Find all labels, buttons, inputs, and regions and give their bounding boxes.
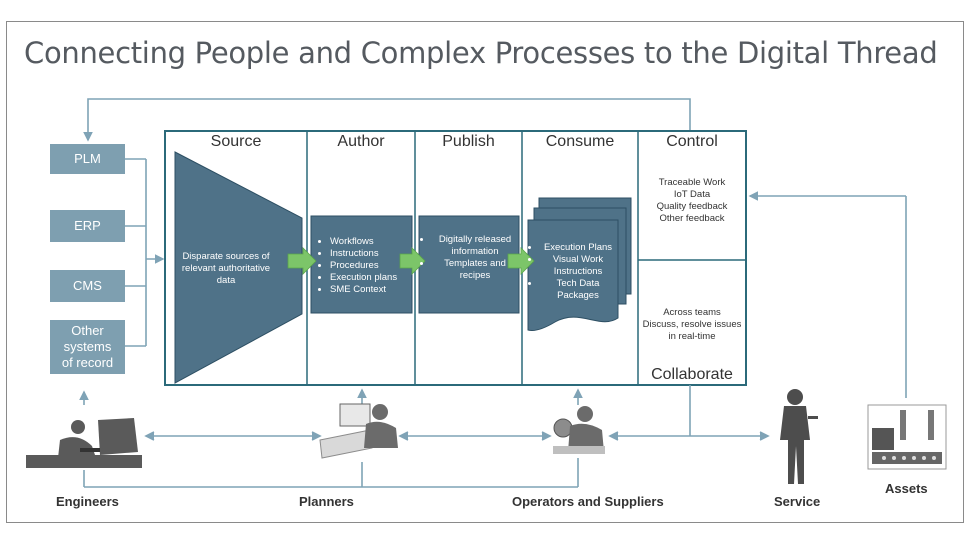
consume-list: Execution Plans Visual Work Instructions… — [532, 242, 616, 302]
control-text: Traceable Work IoT Data Quality feedback… — [640, 177, 744, 225]
publish-box — [418, 215, 520, 314]
engineers-figure — [26, 418, 142, 468]
column-header-author: Author — [337, 133, 385, 150]
control-line: Traceable Work — [658, 177, 726, 188]
collaborate-text: Across teams Discuss, resolve issues in … — [640, 307, 744, 343]
consume-item: Tech Data Packages — [540, 278, 616, 302]
feedback-loop-line — [83, 98, 691, 142]
collaborate-line: Discuss, resolve issues — [642, 319, 742, 330]
consume-item: Execution Plans — [540, 242, 616, 254]
page-title: Connecting People and Complex Processes … — [24, 36, 938, 70]
system-erp: ERP — [50, 210, 125, 242]
source-funnel — [174, 151, 303, 384]
label-engineers: Engineers — [56, 494, 119, 509]
collaborate-line: Across teams — [663, 307, 721, 318]
label-operators: Operators and Suppliers — [512, 494, 664, 509]
column-header-control: Control — [666, 133, 718, 150]
publish-item: Digitally released information — [432, 234, 518, 258]
author-item: Instructions — [330, 248, 412, 260]
control-line: Other feedback — [659, 213, 725, 224]
author-item: Execution plans — [330, 272, 412, 284]
assets-figure — [867, 404, 947, 470]
author-item: Workflows — [330, 236, 412, 248]
planners-figure — [319, 403, 398, 459]
actor-connectors — [79, 191, 907, 488]
author-box — [310, 215, 413, 314]
source-text: Disparate sources of relevant authoritat… — [181, 251, 271, 286]
consume-item: Visual Work Instructions — [540, 254, 616, 278]
control-line: IoT Data — [673, 189, 711, 200]
systems-connector — [125, 158, 165, 347]
system-cms: CMS — [50, 270, 125, 302]
label-assets: Assets — [885, 481, 928, 496]
publish-item: Templates and recipes — [432, 258, 518, 282]
author-item: SME Context — [330, 284, 412, 296]
control-line: Quality feedback — [656, 201, 728, 212]
author-list: Workflows Instructions Procedures Execut… — [316, 236, 412, 296]
slide-frame — [6, 21, 964, 523]
system-plm: PLM — [50, 144, 125, 174]
column-header-collaborate: Collaborate — [651, 366, 733, 383]
consume-documents — [527, 197, 632, 331]
operators-figure — [553, 406, 605, 454]
column-header-consume: Consume — [545, 133, 615, 150]
system-other: Other systems of record — [50, 320, 125, 374]
column-header-source: Source — [210, 133, 262, 150]
publish-list: Digitally released information Templates… — [422, 234, 518, 282]
column-header-publish: Publish — [442, 133, 495, 150]
author-item: Procedures — [330, 260, 412, 272]
collaborate-line: in real-time — [668, 331, 716, 342]
label-planners: Planners — [299, 494, 354, 509]
service-figure — [780, 389, 818, 484]
label-service: Service — [774, 494, 821, 509]
flow-arrows — [287, 247, 535, 275]
